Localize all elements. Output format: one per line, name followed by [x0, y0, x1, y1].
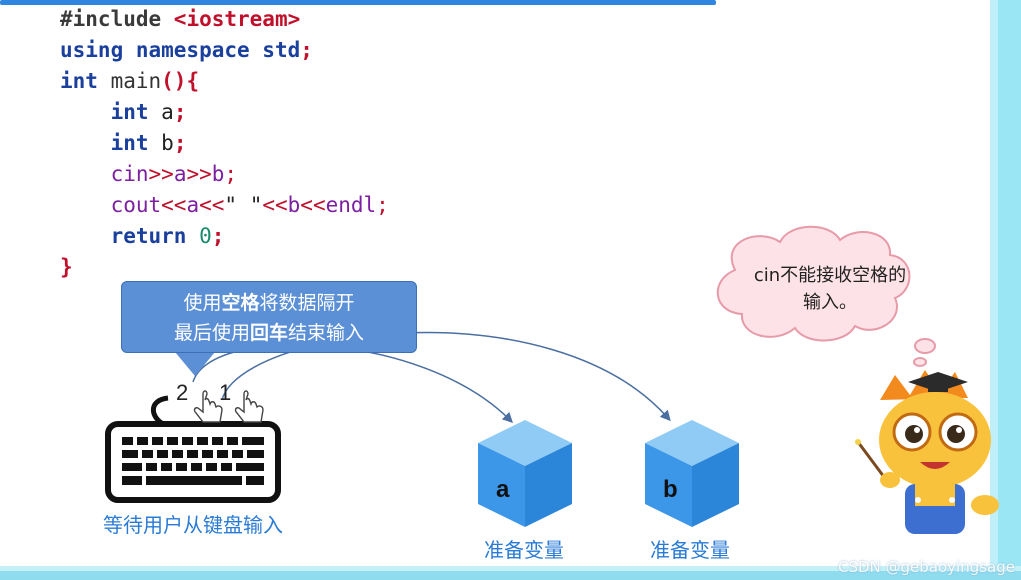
- code-token: " ": [224, 193, 263, 217]
- code-token: #include: [60, 7, 174, 31]
- code-token: <<: [161, 193, 187, 217]
- callout-line-1: 使用空格将数据隔开: [122, 288, 416, 318]
- callout-text: 使用: [183, 292, 222, 314]
- code-token: <iostream>: [173, 7, 301, 31]
- callout-text: 将数据隔开: [259, 292, 355, 314]
- callout-bubble: 使用空格将数据隔开 最后使用回车结束输入: [121, 281, 417, 353]
- pointing-hand-icon: [234, 390, 264, 423]
- thought-cloud-text: cin不能接收空格的输入。: [753, 265, 907, 313]
- code-token: cout: [60, 193, 162, 217]
- code-token: <<: [262, 193, 288, 217]
- code-line-5: int b;: [60, 128, 389, 159]
- finger-label-2: 2: [176, 380, 189, 405]
- finger-label-1: 1: [219, 380, 232, 405]
- keyboard-label: 等待用户从键盘输入: [103, 513, 283, 537]
- code-token: b: [148, 131, 174, 155]
- code-token: <<: [300, 193, 326, 217]
- cube-icon: [645, 420, 739, 527]
- callout-text: 最后使用: [173, 322, 250, 344]
- code-token: ;: [173, 100, 187, 124]
- code-token: ;: [376, 193, 389, 217]
- code-line-2: using namespace std;: [60, 35, 389, 66]
- keyboard-icon: [105, 395, 281, 503]
- code-line-3: int main(){: [60, 66, 389, 97]
- variable-a-letter: a: [496, 476, 510, 503]
- code-token: <<: [199, 193, 225, 217]
- variable-a-label: 准备变量: [484, 538, 564, 562]
- code-line-4: int a;: [60, 97, 389, 128]
- code-token: using: [60, 38, 124, 62]
- thought-cloud: [716, 225, 936, 367]
- code-token: 0: [186, 224, 212, 248]
- pointing-hand-icon: [193, 390, 223, 423]
- code-token: int: [60, 69, 98, 93]
- code-token: }: [60, 255, 73, 279]
- code-line-6: cin>>a>>b;: [60, 159, 389, 190]
- code-line-1: #include <iostream>: [60, 4, 389, 35]
- callout-bold-text: 回车: [249, 322, 288, 344]
- callout-text: 结束输入: [288, 322, 365, 344]
- code-token: >>: [148, 162, 174, 186]
- code-token: ;: [224, 162, 238, 186]
- variable-b-letter: b: [663, 476, 678, 503]
- watermark: CSDN @gebaoyingsage: [837, 558, 1015, 576]
- code-line-8: return 0;: [60, 221, 389, 252]
- cube-icon: [478, 420, 572, 527]
- code-token: a: [186, 193, 200, 217]
- code-token: return: [60, 224, 187, 248]
- code-token: a: [148, 100, 174, 124]
- code-line-7: cout<<a<<" "<<b<<endl;: [60, 190, 389, 221]
- code-token: ;: [211, 224, 225, 248]
- callout-line-2: 最后使用回车结束输入: [122, 318, 416, 348]
- code-token: cin: [60, 162, 149, 186]
- callout-bold-text: 空格: [221, 292, 260, 314]
- code-token: int: [60, 100, 149, 124]
- code-token: endl: [325, 193, 377, 217]
- code-token: b: [211, 162, 225, 186]
- code-token: std: [262, 38, 301, 62]
- code-token: namespace: [123, 38, 263, 62]
- code-token: ;: [173, 131, 187, 155]
- code-token: b: [287, 193, 301, 217]
- code-token: >>: [186, 162, 212, 186]
- dragon-teacher-mascot: [855, 370, 999, 534]
- code-block: #include <iostream> using namespace std;…: [60, 4, 389, 283]
- code-token: main: [97, 69, 162, 93]
- code-token: (){: [161, 69, 200, 93]
- callout-tail: [175, 352, 215, 376]
- code-line-9: }: [60, 252, 389, 283]
- code-token: a: [173, 162, 187, 186]
- code-token: ;: [300, 38, 313, 62]
- code-token: int: [60, 131, 149, 155]
- variable-b-label: 准备变量: [650, 538, 730, 562]
